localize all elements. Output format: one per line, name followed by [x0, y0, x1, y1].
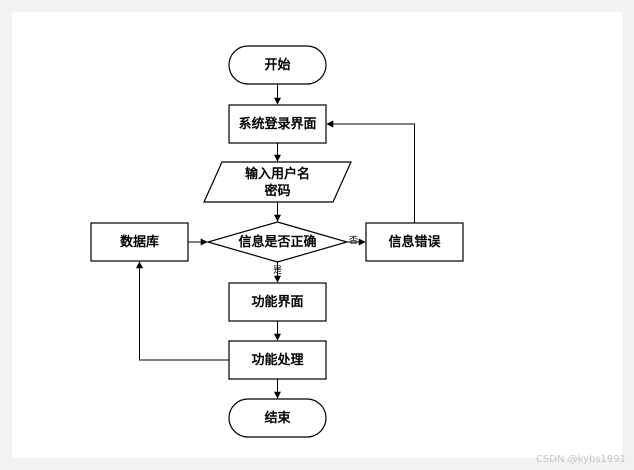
edge-process-to-database	[136, 261, 229, 361]
function-process-label: 功能处理	[251, 352, 303, 368]
function-ui-box	[228, 282, 327, 322]
error-box	[365, 222, 464, 262]
check-decision-label: 信息是否正确	[238, 234, 316, 250]
edge-label-yes: 是	[273, 265, 282, 276]
end-terminal	[228, 398, 327, 438]
edge-label-no: 否	[349, 235, 358, 246]
database-box	[90, 222, 189, 262]
end-label: 结束	[264, 410, 291, 426]
watermark-text: CSDN @kybs1991	[536, 454, 626, 465]
input-label-line1: 输入用户名	[245, 166, 310, 182]
edge-error-to-login	[326, 120, 415, 223]
input-parallelogram	[203, 161, 352, 203]
function-ui-label: 功能界面	[251, 294, 303, 310]
error-label: 信息错误	[388, 234, 441, 250]
input-label-line2: 密码	[263, 183, 290, 199]
login-process-label: 系统登录界面	[238, 116, 316, 132]
start-label: 开始	[264, 57, 290, 73]
database-label: 数据库	[120, 234, 159, 250]
